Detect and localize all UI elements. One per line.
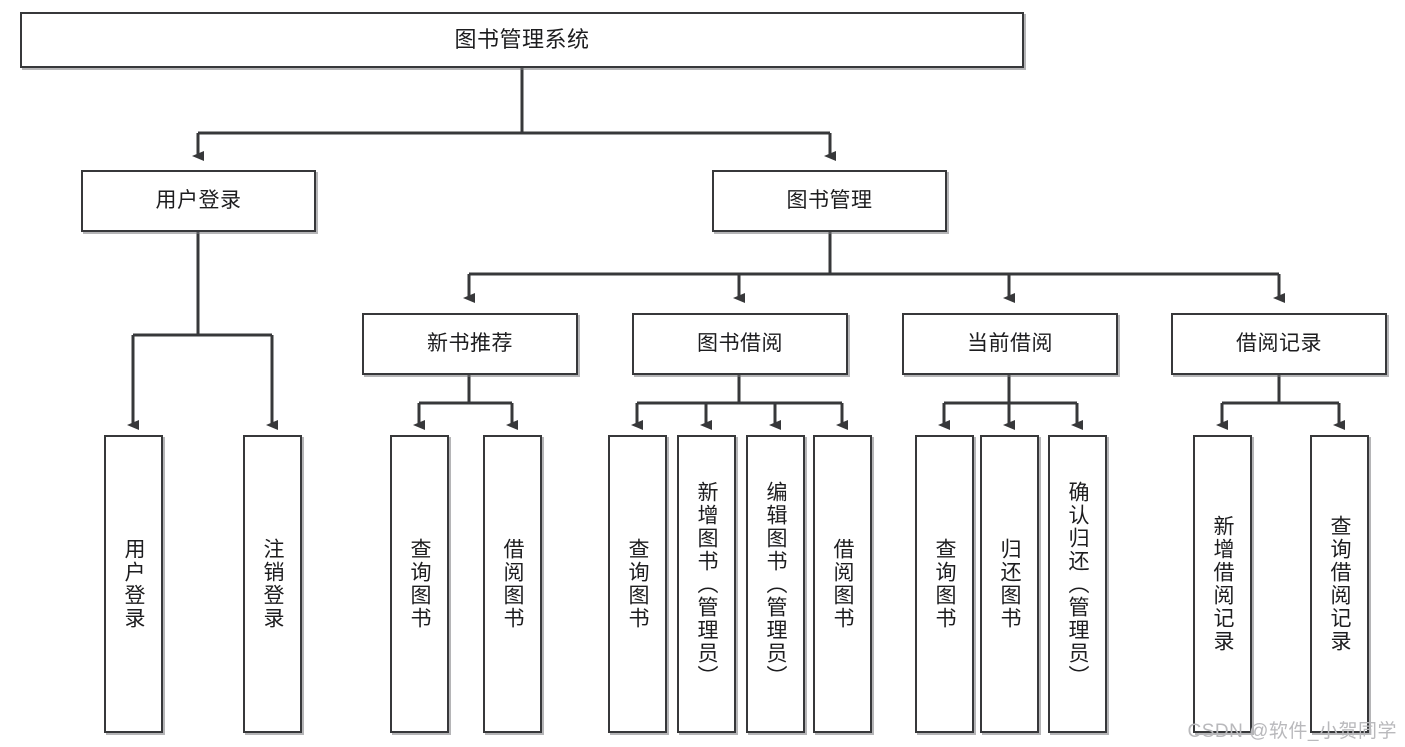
node-leaf-borrow-book-bb[interactable]: 借阅图书	[813, 435, 872, 733]
node-leaf-borrow-book-nbr[interactable]: 借阅图书	[483, 435, 542, 733]
node-leaf-add-borrow-record[interactable]: 新增借阅记录	[1193, 435, 1252, 733]
node-leaf-borrow-book-nbr-label: 借阅图书	[501, 538, 525, 630]
node-leaf-add-borrow-record-label: 新增借阅记录	[1211, 515, 1235, 653]
node-leaf-user-login[interactable]: 用户登录	[104, 435, 163, 733]
node-leaf-query-book-cb-label: 查询图书	[933, 538, 957, 630]
node-leaf-return-book[interactable]: 归还图书	[980, 435, 1039, 733]
node-book-borrow[interactable]: 图书借阅	[632, 313, 848, 375]
node-new-book-recommend[interactable]: 新书推荐	[362, 313, 578, 375]
node-book-borrow-label: 图书借阅	[697, 331, 783, 355]
node-leaf-add-book[interactable]: 新增图书（管理员）	[677, 435, 736, 733]
node-new-book-recommend-label: 新书推荐	[427, 331, 513, 355]
node-leaf-edit-book-label: 编辑图书（管理员）	[764, 480, 788, 688]
node-leaf-query-book-nbr[interactable]: 查询图书	[390, 435, 449, 733]
node-leaf-query-book-bb-label: 查询图书	[626, 538, 650, 630]
node-borrow-record[interactable]: 借阅记录	[1171, 313, 1387, 375]
node-leaf-query-book-nbr-label: 查询图书	[408, 538, 432, 630]
node-leaf-query-borrow-record-label: 查询借阅记录	[1328, 515, 1352, 653]
node-user-login-label: 用户登录	[155, 188, 242, 212]
node-current-borrow-label: 当前借阅	[967, 331, 1053, 355]
node-leaf-confirm-return[interactable]: 确认归还（管理员）	[1048, 435, 1107, 733]
node-root-label: 图书管理系统	[454, 27, 590, 53]
node-leaf-confirm-return-label: 确认归还（管理员）	[1066, 480, 1090, 688]
node-leaf-logout[interactable]: 注销登录	[243, 435, 302, 733]
node-leaf-query-book-bb[interactable]: 查询图书	[608, 435, 667, 733]
node-book-management-label: 图书管理	[786, 188, 873, 212]
node-leaf-return-book-label: 归还图书	[998, 538, 1022, 630]
node-leaf-logout-label: 注销登录	[261, 538, 285, 630]
node-leaf-user-login-label: 用户登录	[122, 538, 146, 630]
node-leaf-add-book-label: 新增图书（管理员）	[695, 480, 719, 688]
node-leaf-borrow-book-bb-label: 借阅图书	[831, 538, 855, 630]
node-book-management[interactable]: 图书管理	[712, 170, 947, 232]
node-current-borrow[interactable]: 当前借阅	[902, 313, 1118, 375]
node-root[interactable]: 图书管理系统	[20, 12, 1024, 68]
watermark: CSDN @软件_小贺同学	[1187, 721, 1397, 742]
node-leaf-query-borrow-record[interactable]: 查询借阅记录	[1310, 435, 1369, 733]
node-user-login[interactable]: 用户登录	[81, 170, 316, 232]
node-leaf-edit-book[interactable]: 编辑图书（管理员）	[746, 435, 805, 733]
node-leaf-query-book-cb[interactable]: 查询图书	[915, 435, 974, 733]
node-borrow-record-label: 借阅记录	[1236, 331, 1322, 355]
